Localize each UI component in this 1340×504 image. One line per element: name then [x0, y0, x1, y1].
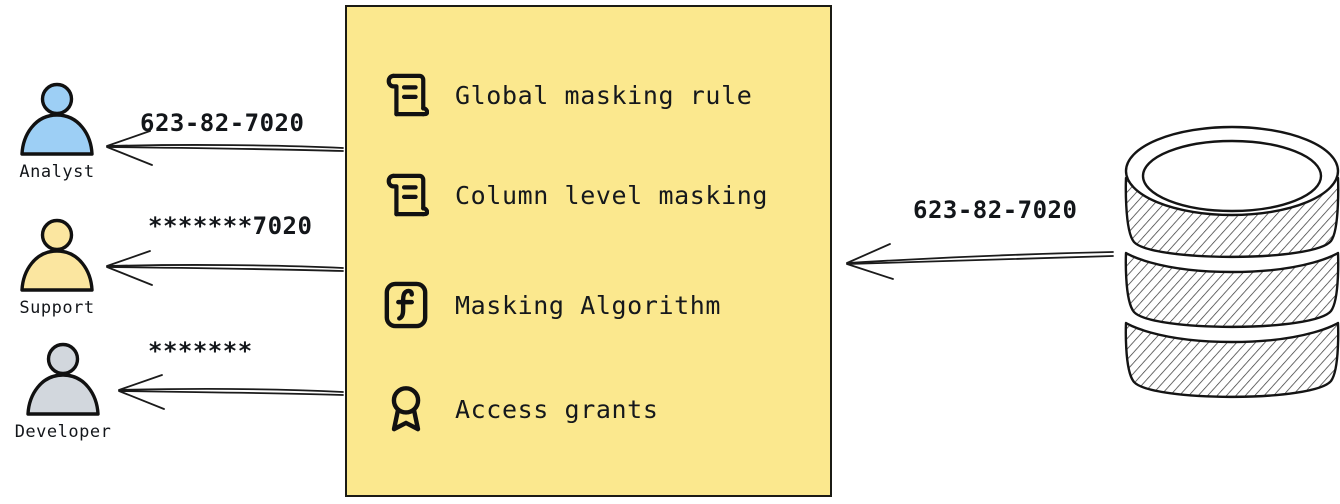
person-icon — [20, 82, 94, 156]
actor-support[interactable]: Support — [2, 218, 112, 318]
flow-label-analyst: 623-82-7020 — [140, 109, 305, 137]
scroll-icon — [386, 173, 429, 217]
person-icon — [26, 342, 100, 416]
flow-label-support: *******7020 — [148, 212, 313, 240]
function-icon — [384, 281, 428, 329]
actor-analyst-label: Analyst — [19, 162, 95, 182]
policy-item-label: Access grants — [455, 394, 659, 424]
actor-support-label: Support — [19, 298, 95, 318]
actor-analyst[interactable]: Analyst — [2, 82, 112, 182]
arrow-to-support — [106, 250, 344, 286]
database-cylinder-icon[interactable] — [1118, 118, 1340, 402]
policy-item-access-grants[interactable]: Access grants — [383, 383, 658, 435]
arrow-db-to-panel — [846, 243, 1114, 280]
arrow-to-developer — [118, 374, 344, 410]
policy-item-label: Global masking rule — [455, 80, 753, 110]
award-icon — [391, 386, 421, 432]
policy-panel: Global masking rule Column level masking — [345, 5, 832, 497]
policy-item-masking-algorithm[interactable]: Masking Algorithm — [383, 279, 721, 331]
flow-label-database: 623-82-7020 — [913, 196, 1078, 224]
actor-developer[interactable]: Developer — [8, 342, 118, 442]
arrow-to-analyst — [106, 130, 344, 166]
actor-developer-label: Developer — [14, 422, 112, 442]
policy-item-label: Masking Algorithm — [455, 290, 722, 320]
flow-label-developer: ******* — [148, 337, 253, 365]
policy-item-global-masking-rule[interactable]: Global masking rule — [383, 69, 752, 121]
policy-item-label: Column level masking — [455, 180, 769, 210]
policy-item-column-level-masking[interactable]: Column level masking — [383, 169, 768, 221]
scroll-icon — [386, 73, 429, 117]
person-icon — [20, 218, 94, 292]
